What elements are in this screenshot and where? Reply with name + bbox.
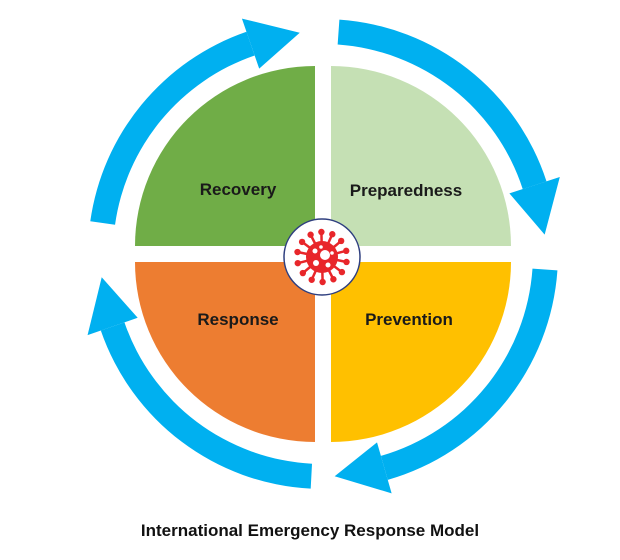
- virus-spike-tip: [330, 276, 337, 283]
- virus-spike-tip: [319, 278, 326, 286]
- virus-spike-tip: [294, 248, 301, 256]
- quadrant-labels: Recovery Preparedness Prevention Respons…: [197, 180, 462, 329]
- virus-spike-tip: [343, 258, 350, 266]
- emergency-cycle-diagram: Recovery Preparedness Prevention Respons…: [87, 18, 560, 494]
- virus-spike-tip: [308, 276, 315, 283]
- arrow-top-right-head: [509, 177, 560, 235]
- virus-spike-tip: [294, 259, 301, 267]
- diagram-title: International Emergency Response Model: [140, 521, 480, 540]
- virus-spike-tip: [307, 231, 314, 238]
- virus-spike-tip: [318, 228, 325, 236]
- virus-spike-tip: [329, 231, 336, 238]
- arrow-bottom-right-head: [334, 442, 392, 494]
- quadrants: [135, 66, 511, 442]
- virus-spot: [320, 250, 330, 260]
- virus-spike-tip: [343, 247, 350, 255]
- virus-spot: [325, 262, 331, 268]
- cycle-arrows: [87, 18, 560, 494]
- quadrant-preparedness: [331, 66, 511, 246]
- quadrant-recovery: [135, 66, 315, 246]
- virus-icon: [283, 218, 361, 296]
- arrow-bottom-right-body: [380, 268, 558, 480]
- virus-spike-tip: [337, 237, 345, 245]
- arrow-top-left-body: [90, 31, 255, 225]
- virus-spot: [319, 245, 323, 249]
- arrow-top-left-head: [241, 18, 300, 69]
- arrow-bottom-left-head: [87, 277, 138, 336]
- virus-spike-tip: [298, 238, 306, 246]
- arrow-bottom-left-body: [100, 322, 313, 489]
- arrow-top-right-body: [337, 19, 547, 190]
- virus-spot: [330, 251, 334, 255]
- label-preparedness: Preparedness: [350, 181, 462, 200]
- label-prevention: Prevention: [365, 310, 453, 329]
- virus-spike-tip: [299, 269, 307, 277]
- quadrant-prevention: [331, 262, 511, 442]
- virus-spot: [312, 248, 318, 254]
- label-recovery: Recovery: [200, 180, 277, 199]
- label-response: Response: [197, 310, 278, 329]
- virus-spike-tip: [338, 268, 346, 276]
- quadrant-response: [135, 262, 315, 442]
- virus-spot: [313, 260, 319, 266]
